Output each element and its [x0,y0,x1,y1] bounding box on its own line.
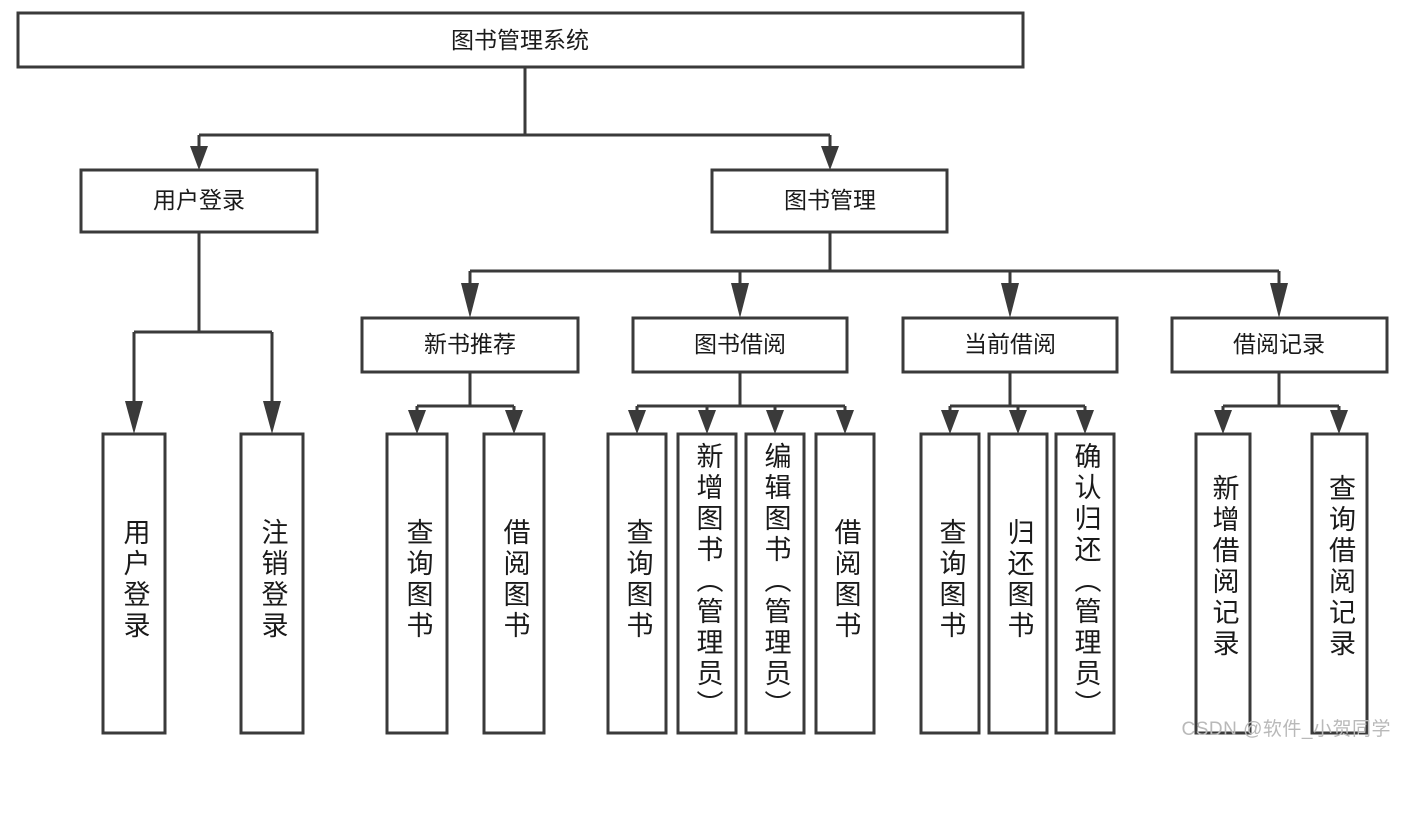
arrow-head-leaf-user-logout [263,401,281,434]
node-book-borrow-label: 图书借阅 [694,331,786,357]
node-leaf-user-logout-rect[interactable] [239,432,305,735]
node-borrow-record-label: 借阅记录 [1233,331,1325,357]
node-leaf-query-book-1-rect[interactable] [385,432,449,735]
node-leaf-confirm-return-rect[interactable] [1054,432,1116,735]
node-leaf-borrow-book-2-rect[interactable] [814,432,876,735]
arrow-head-leaf-query-record [1330,410,1348,434]
node-user-login[interactable]: 用户登录 [79,168,319,234]
node-leaf-query-book-3-rect[interactable] [919,432,981,735]
node-leaf-edit-book-rect[interactable] [744,432,806,735]
node-book-management-label: 图书管理 [784,187,876,213]
arrow-head-leaf-return-book [1009,410,1027,434]
arrow-head-leaf-user-login [125,401,143,434]
node-layer: 图书管理系统 用户登录 图书管理 新书推荐 图书借阅 [16,11,1389,735]
arrow-head-leaf-borrow-book-2 [836,410,854,434]
arrow-head-borrow-record [1270,283,1288,318]
arrow-head-leaf-query-book-3 [941,410,959,434]
node-root-rect[interactable] [16,11,1025,69]
arrow-head-book-management [821,146,839,170]
arrow-head-leaf-borrow-book-1 [505,410,523,434]
node-leaf-add-book-rect[interactable] [676,432,738,735]
arrow-head-leaf-add-record [1214,410,1232,434]
node-current-borrow[interactable]: 当前借阅 [901,316,1119,374]
arrow-head-new-book-recommend [461,283,479,318]
node-leaf-user-login-rect[interactable] [101,432,167,735]
node-borrow-record-rect[interactable] [1170,316,1389,374]
arrow-head-user-login [190,146,208,170]
arrow-head-leaf-add-book [698,410,716,434]
node-leaf-borrow-book-1-rect[interactable] [482,432,546,735]
csdn-watermark: CSDN @软件_小贺同学 [1181,719,1391,740]
node-current-borrow-rect[interactable] [901,316,1119,374]
node-book-borrow[interactable]: 图书借阅 [631,316,849,374]
node-new-book-recommend-label: 新书推荐 [424,331,516,357]
node-leaf-query-book-2-rect[interactable] [606,432,668,735]
arrow-head-leaf-query-book-2 [628,410,646,434]
arrow-head-leaf-edit-book [766,410,784,434]
flowchart-svg: 图书管理系统 用户登录 图书管理 新书推荐 图书借阅 [16,11,1389,735]
arrow-head-current-borrow [1001,283,1019,318]
flowchart-diagram: 图书管理系统 用户登录 图书管理 新书推荐 图书借阅 [16,11,1391,740]
node-user-login-label: 用户登录 [153,187,245,213]
connector-layer [125,67,1348,434]
node-root-label: 图书管理系统 [451,27,589,53]
node-book-management[interactable]: 图书管理 [710,168,949,234]
node-root[interactable]: 图书管理系统 [16,11,1025,69]
node-leaf-add-record-rect[interactable] [1194,432,1252,735]
node-leaf-query-record-rect[interactable] [1310,432,1369,735]
node-borrow-record[interactable]: 借阅记录 [1170,316,1389,374]
node-new-book-recommend[interactable]: 新书推荐 [360,316,580,374]
node-user-login-rect[interactable] [79,168,319,234]
node-current-borrow-label: 当前借阅 [964,331,1056,357]
arrow-head-leaf-confirm-return [1076,410,1094,434]
node-new-book-recommend-rect[interactable] [360,316,580,374]
arrow-head-leaf-query-book-1 [408,410,426,434]
arrow-head-book-borrow [731,283,749,318]
node-book-management-rect[interactable] [710,168,949,234]
node-leaf-return-book-rect[interactable] [987,432,1049,735]
node-book-borrow-rect[interactable] [631,316,849,374]
